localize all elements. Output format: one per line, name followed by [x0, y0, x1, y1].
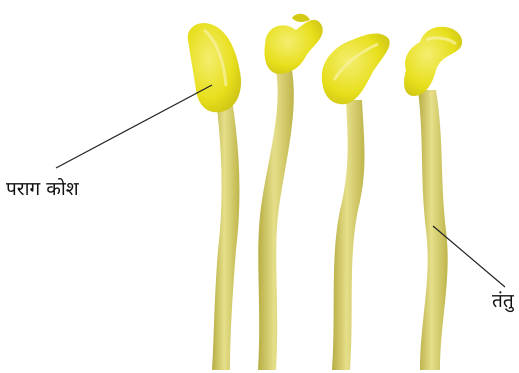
filament-4 [418, 90, 448, 370]
filament-3 [332, 100, 365, 370]
anther-leader-line [56, 85, 212, 168]
anther-2 [265, 20, 323, 74]
anther-2-tip [292, 14, 310, 22]
stamen-2 [258, 14, 323, 370]
anther-3 [322, 34, 390, 105]
anther-label: पराग कोश [6, 175, 79, 201]
filament-2 [258, 70, 294, 370]
filament-1 [212, 100, 239, 370]
filament-label: तंतु [492, 287, 514, 313]
stamen-1 [188, 23, 241, 370]
anther-1 [188, 23, 241, 112]
stamen-4 [404, 27, 462, 370]
stamen-3 [322, 34, 390, 370]
